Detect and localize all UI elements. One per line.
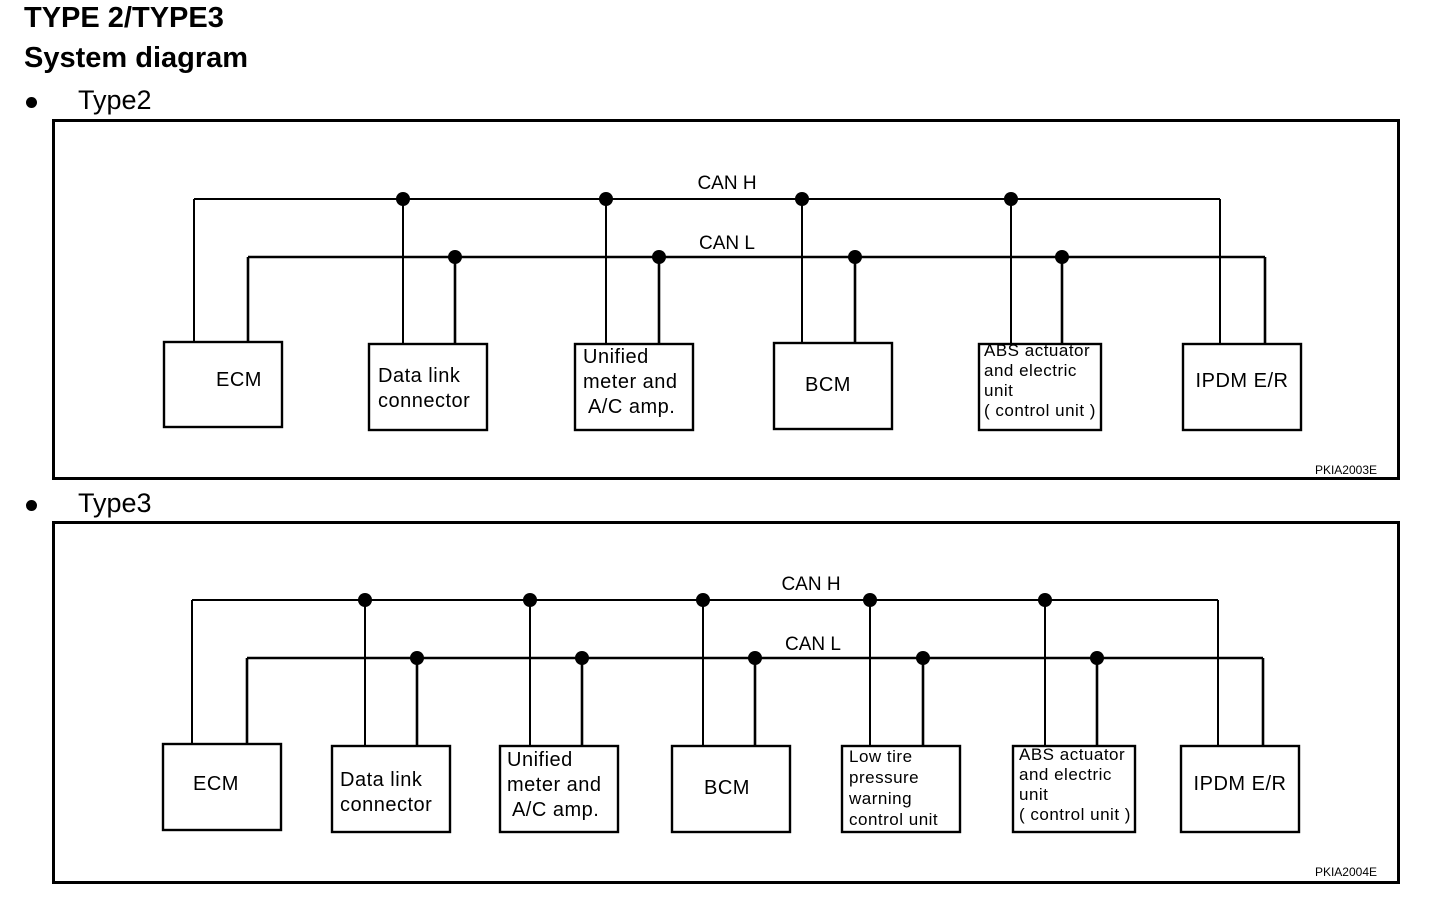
ecm-label: ECM [193,773,239,795]
abs-actuator-label: and electric [984,361,1077,380]
junction-dot-icon [1090,651,1104,665]
junction-dot-icon [575,651,589,665]
figure-reference: PKIA2003E [1315,463,1377,477]
data-link-connector-label: Data link [340,769,423,791]
bcm-label: BCM [704,777,750,799]
data-link-connector-box [367,342,489,432]
bullet-dot-icon [26,500,37,511]
can-h-label: CAN H [697,173,756,194]
low-tire-pressure-box [840,744,962,834]
can-diagram-type2: CAN H CAN L ECM Data link connector Unified me… [162,173,1377,477]
junction-dot-icon [863,593,877,607]
low-tire-pressure-label: Low tire [849,747,913,766]
ecm-box [162,340,284,429]
diagram-frame-type3: CAN H CAN L ECM Data link connector Unified me… [52,521,1400,884]
junction-dot-icon [396,192,410,206]
bcm-box [670,744,792,834]
data-link-connector-label: Data link [378,365,461,387]
junction-dot-icon [1055,250,1069,264]
abs-actuator-label: unit [1019,785,1048,804]
junction-dot-icon [1038,593,1052,607]
junction-dot-icon [848,250,862,264]
abs-actuator-label: ABS actuator [1019,745,1125,764]
can-l-label: CAN L [699,233,755,254]
junction-dot-icon [1004,192,1018,206]
junction-dot-icon [916,651,930,665]
junction-dot-icon [748,651,762,665]
junction-dot-icon [795,192,809,206]
data-link-connector-label: connector [378,390,470,412]
can-diagram-type3: CAN H CAN L ECM Data link connector Unified me… [161,574,1377,879]
junction-dot-icon [358,593,372,607]
figure-reference: PKIA2004E [1315,865,1377,879]
abs-actuator-label: and electric [1019,765,1112,784]
unified-meter-label: Unified [583,346,649,368]
abs-actuator-label: ( control unit ) [1019,805,1131,824]
unified-meter-label: Unified [507,749,573,771]
section-title: System diagram [24,42,249,74]
diagram-frame-type2: CAN H CAN L ECM Data link connector Unified me… [52,119,1400,480]
junction-dot-icon [696,593,710,607]
ipdm-er-label: IPDM E/R [1196,370,1289,392]
data-link-connector-box [330,744,452,834]
unified-meter-label: meter and [507,774,602,796]
ecm-label: ECM [216,369,262,391]
low-tire-pressure-label: control unit [849,810,938,829]
diagram-label-type2: Type2 [78,85,152,115]
abs-actuator-box [1011,744,1137,834]
ipdm-er-label: IPDM E/R [1194,773,1287,795]
can-l-label: CAN L [785,634,841,655]
data-link-connector-label: connector [340,794,432,816]
low-tire-pressure-label: pressure [849,768,919,787]
low-tire-pressure-label: warning [848,789,912,808]
page-title: TYPE 2/TYPE3 [24,2,224,34]
abs-actuator-box [977,342,1103,432]
unified-meter-box [498,744,620,834]
ipdm-er-box [1181,342,1303,432]
junction-dot-icon [523,593,537,607]
bcm-box [772,341,894,431]
diagram-label-type3: Type3 [78,488,152,518]
bullet-dot-icon [26,97,37,108]
junction-dot-icon [652,250,666,264]
unified-meter-box [573,342,695,432]
junction-dot-icon [599,192,613,206]
bcm-label: BCM [805,374,851,396]
can-h-label: CAN H [781,574,840,595]
unified-meter-label: meter and [583,371,678,393]
unified-meter-label: A/C amp. [507,799,599,821]
ipdm-er-box [1179,744,1301,834]
abs-actuator-label: ABS actuator [984,341,1090,360]
ecm-box [161,742,283,832]
abs-actuator-label: ( control unit ) [984,401,1096,420]
junction-dot-icon [410,651,424,665]
abs-actuator-label: unit [984,381,1013,400]
unified-meter-label: A/C amp. [583,396,675,418]
junction-dot-icon [448,250,462,264]
